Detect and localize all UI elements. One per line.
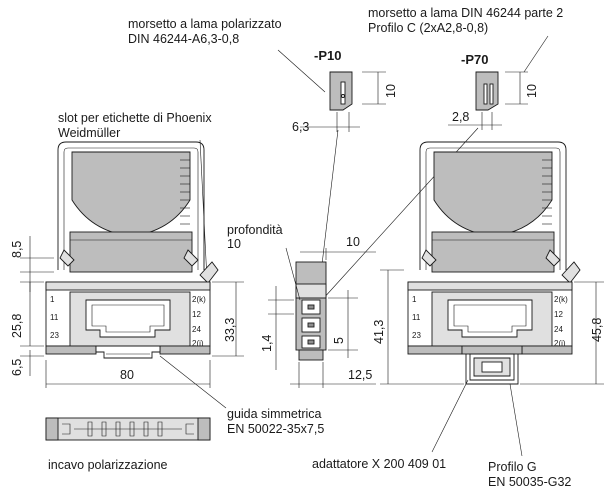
label-blade-din-profile: Profilo C (2xA2,8-0,8) [368,21,488,35]
label-blade-polarized: morsetto a lama polarizzato [128,17,282,31]
label-profile-g: Profilo G [488,460,537,474]
label-p10: -P10 [314,48,341,63]
label-adapter: adattatore X 200 409 01 [312,457,446,471]
label-guide: guida simmetrica [227,407,322,421]
terminal-r-right-4: 2(i) [554,339,566,348]
label-slot-brand: Weidmüller [58,126,120,140]
leader-blade-din [523,35,549,73]
module-front-view-right: 1 11 23 2(k) 12 24 2(i) [407,141,581,385]
leader-depth [285,247,301,301]
label-depth: profondità [227,223,283,237]
leader-adapter [431,379,469,453]
polarization-strip [45,417,211,441]
dims-right-module: 41,3 45,8 [372,269,604,385]
terminal-left-2: 11 [50,313,59,322]
terminal-left-3: 23 [50,331,59,340]
label-depth-value: 10 [227,237,241,251]
terminal-right-1: 2(k) [192,295,206,304]
dim-6-5: 6,5 [10,359,24,376]
label-p70: -P70 [461,52,488,67]
terminal-r-left-1: 1 [412,295,417,304]
dim-5: 5 [332,337,346,344]
terminal-r-right-1: 2(k) [554,295,568,304]
dim-41-3: 41,3 [372,320,386,344]
terminal-r-left-3: 23 [412,331,421,340]
module-side-view [295,261,327,361]
dim-p70-width: 2,8 [452,110,469,124]
terminal-right-3: 24 [192,325,201,334]
terminal-right-4: 2(i) [192,339,204,348]
dim-p10-height: 10 [384,84,398,98]
dim-p10-width: 6,3 [292,120,309,134]
dim-8-5: 8,5 [10,241,24,258]
dims-side-view: 10 1,4 5 12,5 [260,235,376,388]
terminal-r-left-2: 11 [412,313,421,322]
dims-left-module: 8,5 25,8 6,5 33,3 80 [10,236,244,388]
label-polar-recess: incavo polarizzazione [48,458,168,472]
leader-profile-g [509,383,523,457]
terminal-r-right-2: 12 [554,310,563,319]
terminal-left-1: 1 [50,295,55,304]
blade-detail-p70: 10 2,8 [448,71,539,130]
dim-25-8: 25,8 [10,314,24,338]
dim-10-mid: 10 [346,235,360,249]
dim-12-5: 12,5 [348,368,372,382]
label-blade-polarized-std: DIN 46244-A6,3-0,8 [128,32,239,46]
label-slot: slot per etichette di Phoenix [58,111,212,125]
module-front-view-left: 1 11 23 2(k) 12 24 2(i) [45,141,219,359]
dim-33-3: 33,3 [223,318,237,342]
terminal-right-2: 12 [192,310,201,319]
leader-blade-polarized [277,49,326,93]
terminal-r-right-3: 24 [554,325,563,334]
label-guide-std: EN 50022-35x7,5 [227,422,324,436]
dim-1-4: 1,4 [260,335,274,352]
label-blade-din: morsetto a lama DIN 46244 parte 2 [368,6,563,20]
blade-detail-p10: 10 6,3 [292,71,398,134]
dim-p70-height: 10 [525,84,539,98]
dim-45-8: 45,8 [590,318,604,342]
leader-guide [159,355,227,409]
label-profile-g-std: EN 50035-G32 [488,475,571,489]
leader-slot [199,139,208,281]
dim-80: 80 [120,368,134,382]
